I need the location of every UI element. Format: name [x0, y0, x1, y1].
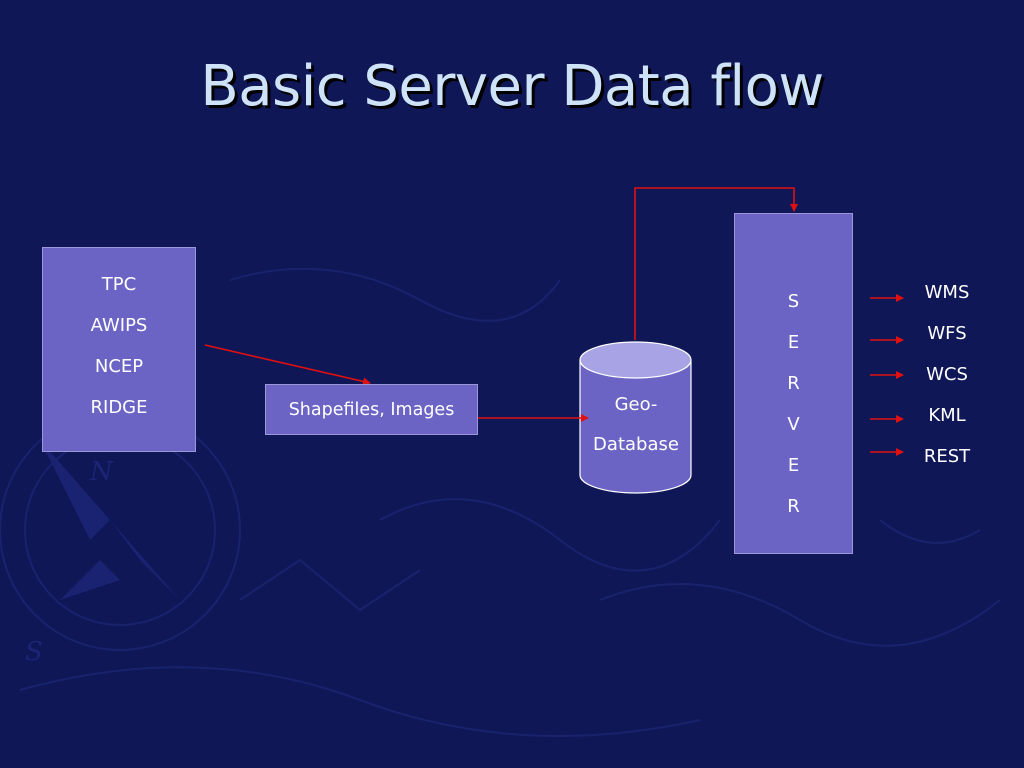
server-letter: S — [787, 291, 800, 312]
source-item: AWIPS — [90, 315, 148, 336]
server-box: S E R V E R — [734, 213, 853, 554]
server-letter: V — [787, 414, 800, 435]
server-letter: R — [787, 373, 800, 394]
svg-text:S: S — [25, 637, 43, 667]
sources-box: TPC AWIPS NCEP RIDGE — [42, 247, 196, 452]
server-letter: E — [787, 332, 800, 353]
service-rest: REST — [923, 446, 971, 467]
arrow-database-to-server — [634, 187, 798, 340]
source-item: NCEP — [94, 356, 144, 377]
source-item: RIDGE — [90, 397, 148, 418]
server-letter: E — [787, 455, 800, 476]
source-item: TPC — [101, 274, 137, 295]
service-wms: WMS — [924, 282, 970, 303]
slide-title: Basic Server Data flow — [200, 54, 824, 119]
server-letter: R — [787, 496, 800, 517]
service-wcs: WCS — [926, 364, 968, 385]
database-label-line2: Database — [593, 434, 679, 455]
shapefiles-images-box: Shapefiles, Images — [265, 384, 478, 435]
service-kml: KML — [928, 405, 966, 426]
svg-text:N: N — [89, 457, 114, 487]
service-wfs: WFS — [927, 323, 967, 344]
arrow-sources-to-shapefiles — [204, 344, 371, 386]
geo-database-cylinder — [579, 341, 692, 494]
database-label-line1: Geo- — [614, 394, 658, 415]
